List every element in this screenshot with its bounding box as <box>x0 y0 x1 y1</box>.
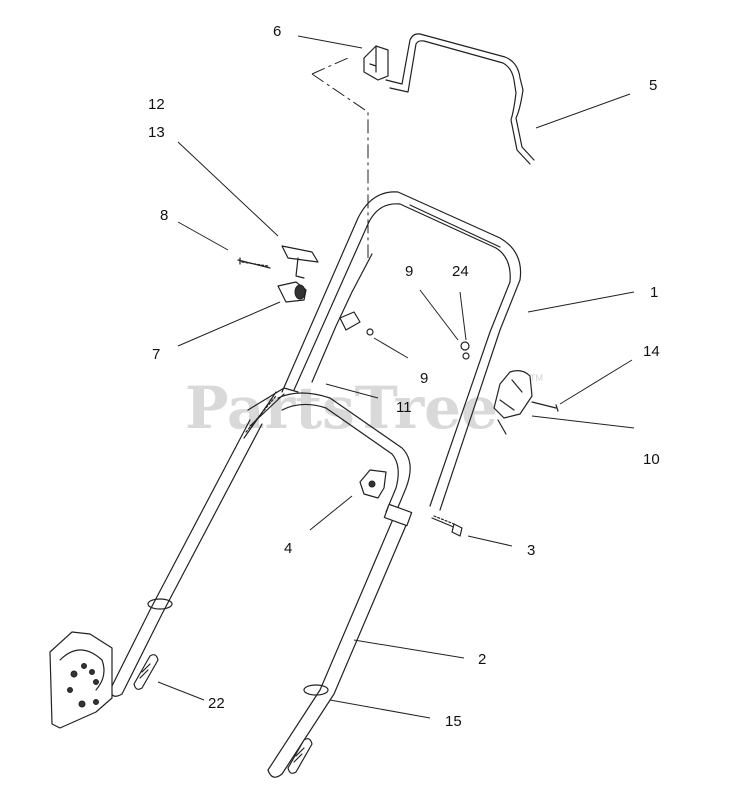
part-2-lower-handle <box>109 387 413 778</box>
part-22-clip <box>133 654 159 690</box>
callout-3: 3 <box>527 542 535 559</box>
callout-5: 5 <box>649 77 657 94</box>
part-15-clip <box>287 738 313 774</box>
part-1-upper-handle <box>281 191 522 511</box>
watermark-tm: TM <box>530 373 543 383</box>
callout-15: 15 <box>445 713 462 730</box>
part-8-bolt <box>237 257 271 269</box>
part-4-knob <box>359 469 387 499</box>
part-9-clamp <box>339 311 374 336</box>
part-10-bracket <box>493 370 533 435</box>
callout-2: 2 <box>478 651 486 668</box>
part-14-screw <box>531 401 559 412</box>
callout-12: 12 <box>148 96 165 113</box>
callout-10: 10 <box>643 451 660 468</box>
watermark: PartsTree TM <box>185 373 543 442</box>
callout-8: 8 <box>160 207 168 224</box>
part-24-nut <box>460 341 470 360</box>
callout-22: 22 <box>208 695 225 712</box>
callout-7: 7 <box>152 346 160 363</box>
callout-11: 11 <box>396 399 412 416</box>
part-6-clip <box>363 45 389 81</box>
callout-labels: 6 5 12 13 8 9 24 1 7 14 9 11 10 4 3 2 22… <box>148 23 660 730</box>
callout-9-upper: 9 <box>405 263 413 280</box>
callout-1: 1 <box>650 284 658 301</box>
leader-lines <box>157 35 635 719</box>
callout-24: 24 <box>452 263 469 280</box>
part-3-bolt <box>431 515 463 537</box>
height-adjuster-plate <box>49 631 113 729</box>
callout-13: 13 <box>148 124 165 141</box>
callout-9-lower: 9 <box>420 370 428 387</box>
part-5-bail <box>385 33 535 165</box>
part-12-13-knob <box>281 245 319 279</box>
callout-14: 14 <box>643 343 660 360</box>
part-11-cable <box>243 253 373 439</box>
watermark-text: PartsTree <box>185 374 498 442</box>
callout-4: 4 <box>284 540 292 557</box>
part-7-bushing <box>277 281 307 303</box>
callout-6: 6 <box>273 23 281 40</box>
